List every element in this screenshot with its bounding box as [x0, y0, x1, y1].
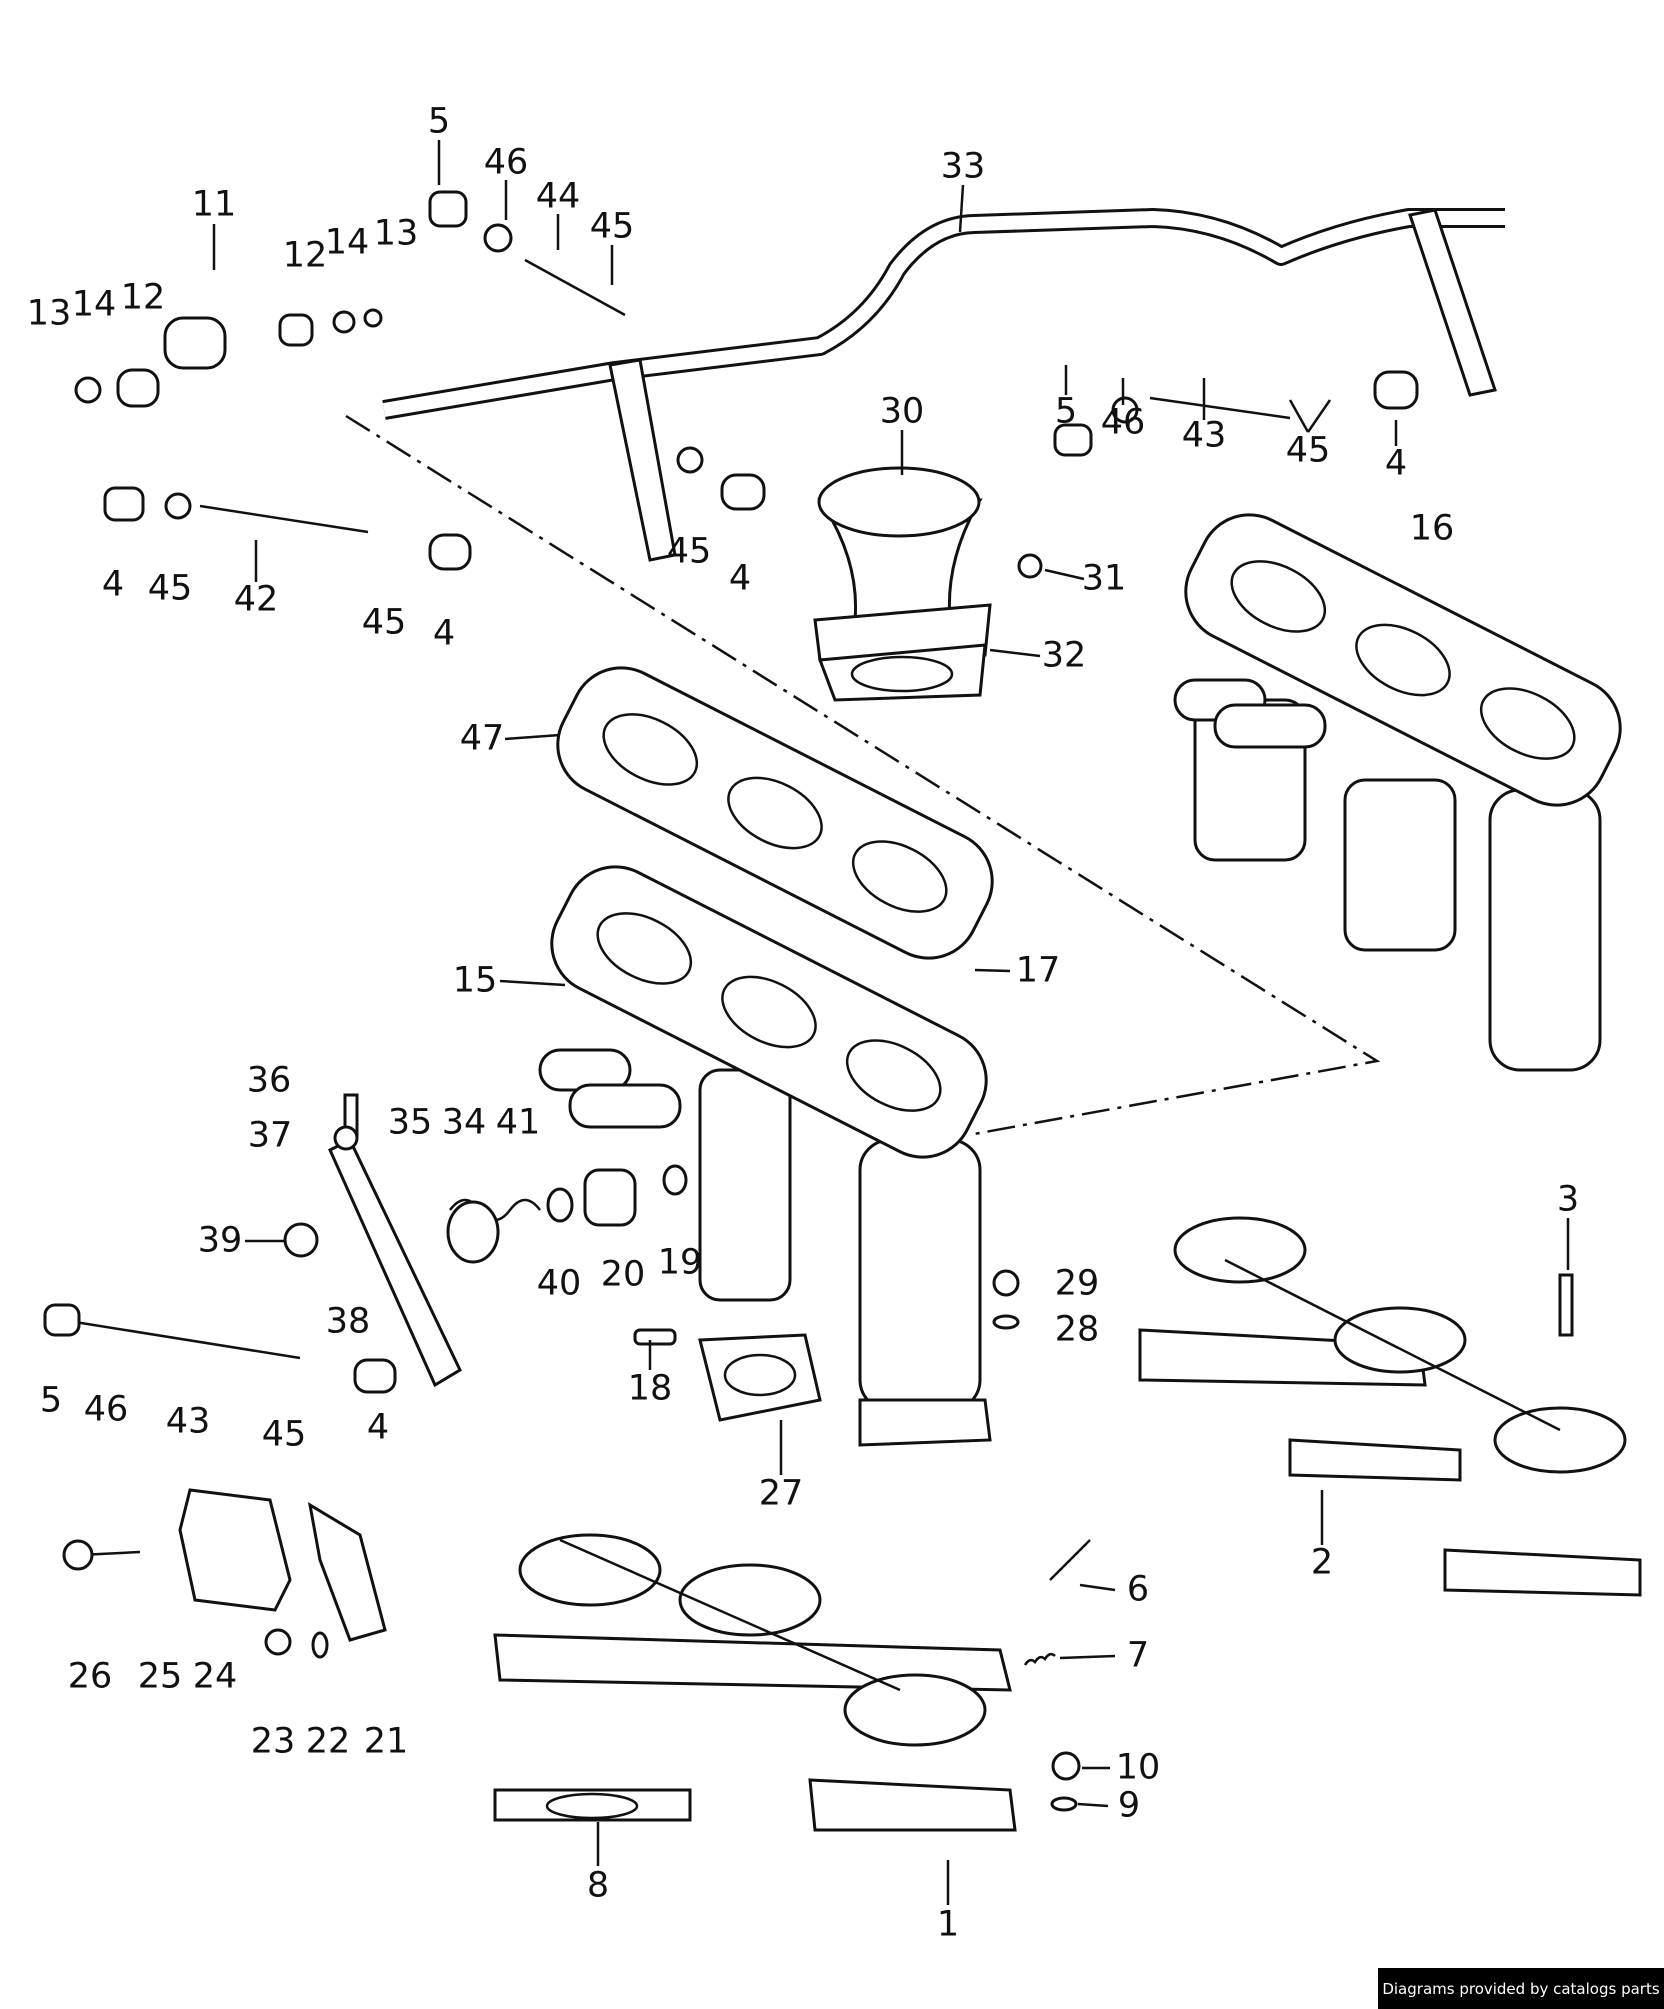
callout-46: 46: [1100, 402, 1146, 443]
callout-41: 41: [495, 1102, 541, 1143]
callout-30: 30: [879, 391, 925, 432]
callout-8: 8: [586, 1865, 610, 1906]
callout-4: 4: [1384, 443, 1408, 484]
callout-39: 39: [197, 1220, 243, 1261]
callout-33: 33: [940, 146, 986, 187]
callout-27: 27: [758, 1473, 804, 1514]
callout-12: 12: [120, 277, 166, 318]
carburetors-1: [493, 1533, 1017, 1832]
carburetors-2: [1138, 1216, 1642, 1597]
callout-13: 13: [373, 213, 419, 254]
callout-24: 24: [192, 1656, 238, 1697]
callout-43: 43: [1181, 415, 1227, 456]
callout-36: 36: [246, 1060, 292, 1101]
callout-16: 16: [1409, 508, 1455, 549]
callout-45: 45: [1285, 430, 1331, 471]
callout-45: 45: [261, 1414, 307, 1455]
callout-17: 17: [1015, 950, 1061, 991]
callout-45: 45: [589, 206, 635, 247]
callout-45: 45: [147, 568, 193, 609]
nuts-washers: [264, 1093, 1091, 1812]
intake-manifold-15: [538, 865, 992, 1447]
callout-21: 21: [363, 1721, 409, 1762]
callout-11: 11: [191, 184, 237, 225]
callout-45: 45: [666, 531, 712, 572]
callout-10: 10: [1115, 1747, 1161, 1788]
callout-45: 45: [361, 602, 407, 643]
callout-42: 42: [233, 579, 279, 620]
callout-25: 25: [137, 1656, 183, 1697]
callout-6: 6: [1126, 1569, 1150, 1610]
air-horn-30: [813, 466, 992, 702]
intake-manifold-16: [1173, 513, 1622, 1072]
callout-3: 3: [1556, 1179, 1580, 1220]
callout-29: 29: [1054, 1263, 1100, 1304]
callout-19: 19: [657, 1242, 703, 1283]
callout-40: 40: [536, 1263, 582, 1304]
lever-assembly: [43, 1137, 822, 1422]
callout-5: 5: [39, 1380, 63, 1421]
callout-43: 43: [165, 1401, 211, 1442]
callout-1: 1: [936, 1904, 960, 1945]
callout-15: 15: [452, 960, 498, 1001]
linkage-hardware: [74, 190, 1419, 579]
callout-22: 22: [305, 1721, 351, 1762]
callout-38: 38: [325, 1301, 371, 1342]
callout-31: 31: [1081, 558, 1127, 599]
callout-4: 4: [432, 613, 456, 654]
callout-18: 18: [627, 1368, 673, 1409]
callout-5: 5: [427, 101, 451, 142]
switch-24-bracket-21: [62, 1488, 387, 1642]
callout-14: 14: [71, 284, 117, 325]
callout-46: 46: [83, 1389, 129, 1430]
callout-47: 47: [459, 718, 505, 759]
throttle-shaft-33: [382, 208, 1505, 562]
callout-4: 4: [728, 558, 752, 599]
callout-44: 44: [535, 176, 581, 217]
callout-20: 20: [600, 1254, 646, 1295]
callout-12: 12: [282, 235, 328, 276]
callout-46: 46: [483, 142, 529, 183]
callout-32: 32: [1041, 635, 1087, 676]
callout-14: 14: [324, 222, 370, 263]
callout-23: 23: [250, 1721, 296, 1762]
leader-lines: [212, 140, 1570, 1905]
callout-2: 2: [1310, 1542, 1334, 1583]
callout-28: 28: [1054, 1309, 1100, 1350]
credit-badge: Diagrams provided by catalogs parts: [1378, 1968, 1664, 2009]
callout-13: 13: [26, 293, 72, 334]
callout-26: 26: [67, 1656, 113, 1697]
callout-5: 5: [1054, 391, 1078, 432]
callout-4: 4: [366, 1407, 390, 1448]
gasket-47: [556, 666, 994, 960]
callout-7: 7: [1126, 1635, 1150, 1676]
callout-9: 9: [1117, 1785, 1141, 1826]
alignment-line: [345, 414, 1381, 1136]
callout-34: 34: [441, 1102, 487, 1143]
callout-35: 35: [387, 1102, 433, 1143]
callout-4: 4: [101, 564, 125, 605]
callout-37: 37: [247, 1115, 293, 1156]
